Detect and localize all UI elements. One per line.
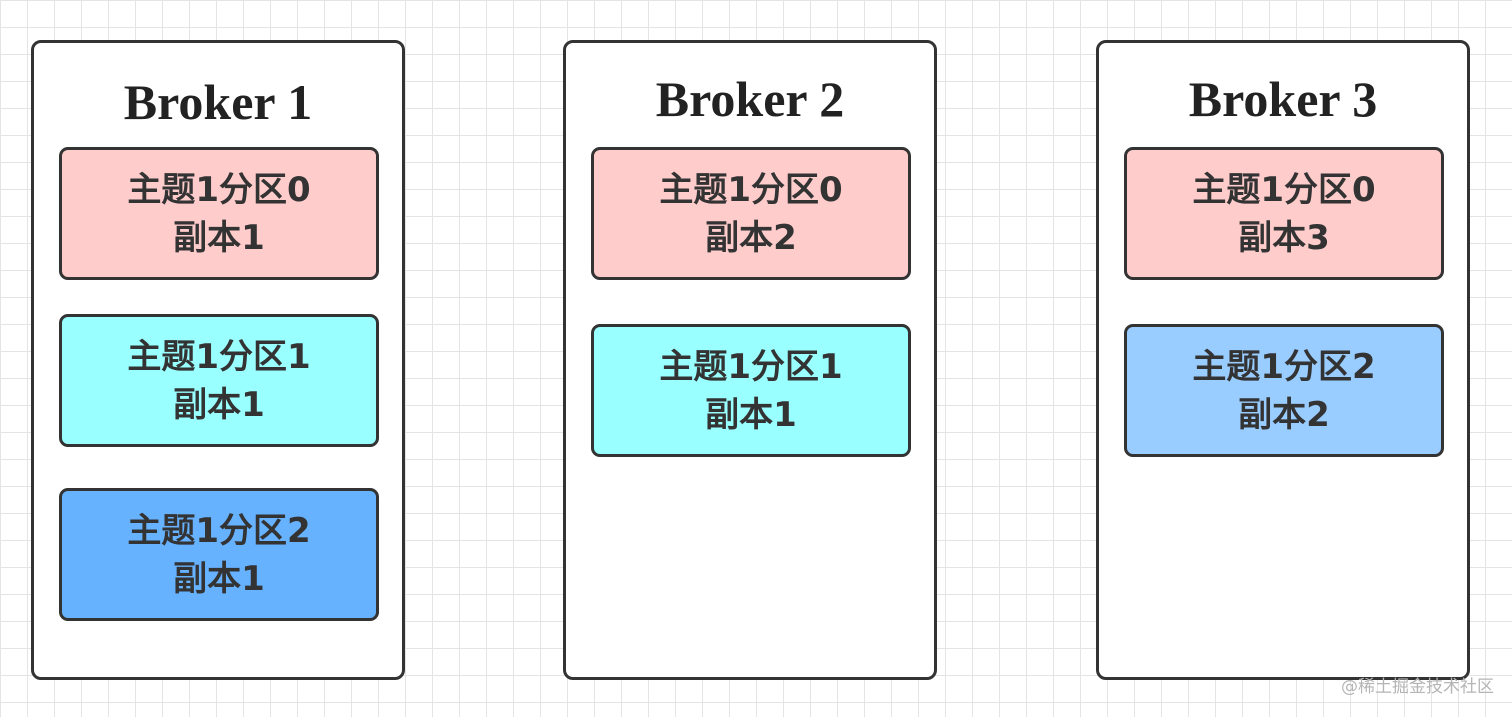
broker-3-title: Broker 3 (1188, 71, 1378, 127)
replica-label: 副本2 (1238, 394, 1330, 435)
partition-label: 主题1分区2 (127, 510, 311, 551)
broker-3-box: Broker 3 主题1分区0 副本3 主题1分区2 副本2 (1096, 40, 1470, 680)
broker-1-title: Broker 1 (123, 74, 313, 130)
partition-label: 主题1分区1 (127, 336, 311, 377)
replica-label: 副本3 (1238, 217, 1330, 258)
broker-2-topic1-partition1-replica: 主题1分区1 副本1 (591, 324, 911, 457)
partition-label: 主题1分区0 (659, 169, 843, 210)
replica-label: 副本2 (705, 217, 797, 258)
broker-1-topic1-partition2-replica: 主题1分区2 副本1 (59, 488, 379, 621)
watermark: @稀土掘金技术社区 (1341, 677, 1494, 697)
replica-label: 副本1 (173, 384, 265, 425)
broker-2-title: Broker 2 (655, 71, 845, 127)
partition-label: 主题1分区0 (127, 169, 311, 210)
partition-label: 主题1分区1 (659, 346, 843, 387)
partition-label: 主题1分区2 (1192, 346, 1376, 387)
replica-label: 副本1 (173, 558, 265, 599)
broker-1-topic1-partition0-replica: 主题1分区0 副本1 (59, 147, 379, 280)
partition-label: 主题1分区0 (1192, 169, 1376, 210)
replica-label: 副本1 (173, 217, 265, 258)
broker-2-box: Broker 2 主题1分区0 副本2 主题1分区1 副本1 (563, 40, 937, 680)
replica-label: 副本1 (705, 394, 797, 435)
broker-1-topic1-partition1-replica: 主题1分区1 副本1 (59, 314, 379, 447)
broker-2-topic1-partition0-replica: 主题1分区0 副本2 (591, 147, 911, 280)
broker-1-box: Broker 1 主题1分区0 副本1 主题1分区1 副本1 主题1分区2 副本… (31, 40, 405, 680)
broker-3-topic1-partition0-replica: 主题1分区0 副本3 (1124, 147, 1444, 280)
broker-3-topic1-partition2-replica: 主题1分区2 副本2 (1124, 324, 1444, 457)
